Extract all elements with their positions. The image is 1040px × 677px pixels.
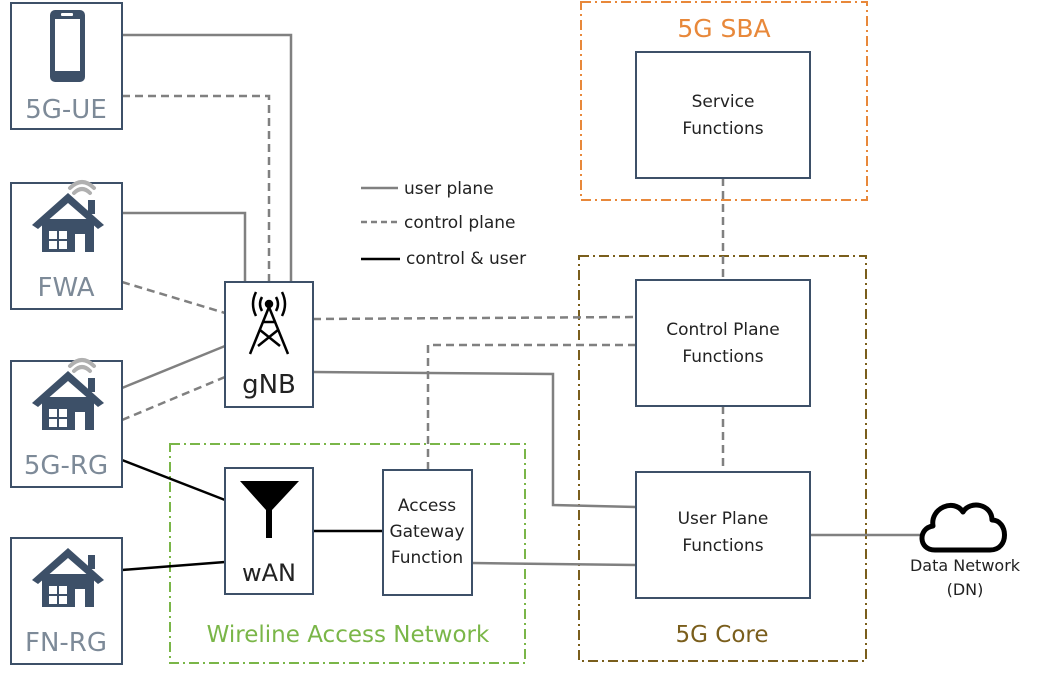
- antenna-tower-icon: [248, 291, 290, 355]
- agf-label-line-3: Function: [391, 548, 463, 568]
- cpf-node: Control Plane Functions: [635, 279, 811, 407]
- sba-group-label: 5G SBA: [677, 14, 770, 43]
- rg-wan-link: [121, 458, 226, 502]
- cpf-label-line-1: Control Plane: [666, 320, 779, 340]
- cpf-label-line-2: Functions: [682, 347, 763, 367]
- dn-label-line-2: (DN): [947, 580, 984, 599]
- legend-control-plane-label: control plane: [404, 213, 516, 233]
- upf-label-line-2: Functions: [682, 536, 763, 556]
- sf-node: Service Functions: [635, 51, 811, 179]
- legend-control-user-label: control & user: [406, 249, 526, 269]
- cloud-icon: [919, 502, 1007, 553]
- sf-label-line-2: Functions: [682, 119, 763, 139]
- fnrg-wan-link: [121, 560, 226, 572]
- gnb-label: gNB: [242, 370, 296, 400]
- upf-label-line-1: User Plane: [678, 509, 769, 529]
- core-group-label: 5G Core: [676, 622, 769, 648]
- rg-gnb-user-link: [121, 344, 226, 390]
- control-plane-links: [121, 94, 725, 472]
- wan-label: wAN: [242, 559, 296, 587]
- sf-label-line-1: Service: [692, 92, 755, 112]
- wireline-group: [169, 443, 526, 664]
- funnel-antenna-icon: [240, 481, 299, 538]
- fnrg-label: FN-RG: [25, 628, 107, 658]
- gnb-upf-user-link: [312, 370, 637, 509]
- upf-node: User Plane Functions: [635, 471, 811, 599]
- rg-label: 5G-RG: [24, 451, 108, 481]
- fwa-label: FWA: [37, 273, 94, 303]
- wifi-icon: [68, 180, 96, 195]
- gnb-cpf-control-link: [312, 315, 637, 321]
- dn-label-line-1: Data Network: [910, 556, 1021, 575]
- control-user-links: [121, 458, 383, 572]
- user-plane-links: [121, 33, 920, 567]
- agf-cpf-control-link: [426, 343, 636, 470]
- rg-gnb-control-link: [121, 375, 226, 422]
- agf-upf-user-link: [471, 561, 637, 567]
- fwa-gnb-control-link: [121, 280, 226, 315]
- rg-node: 5G-RG: [10, 358, 123, 488]
- fwa-gnb-user-link: [122, 211, 247, 282]
- wan-node: wAN: [224, 467, 314, 595]
- dn-node: Data Network (DN): [910, 502, 1021, 599]
- gnb-node: gNB: [224, 281, 314, 408]
- agf-label-line-1: Access: [398, 496, 456, 516]
- sba-group: [580, 1, 868, 201]
- legend: user plane control plane control & user: [361, 179, 526, 269]
- fwa-node: FWA: [10, 180, 123, 310]
- ue-node: 5G-UE: [10, 2, 123, 130]
- agf-node: Access Gateway Function: [382, 469, 473, 596]
- wifi-icon: [68, 358, 96, 373]
- wireline-group-label: Wireline Access Network: [207, 622, 490, 648]
- ue-label: 5G-UE: [25, 95, 107, 125]
- legend-user-plane-label: user plane: [404, 179, 494, 199]
- fnrg-node: FN-RG: [10, 537, 123, 665]
- ue-gnb-control-link: [122, 94, 271, 282]
- agf-label-line-2: Gateway: [389, 522, 464, 542]
- phone-icon: [50, 10, 85, 82]
- ue-gnb-user-link: [122, 33, 293, 282]
